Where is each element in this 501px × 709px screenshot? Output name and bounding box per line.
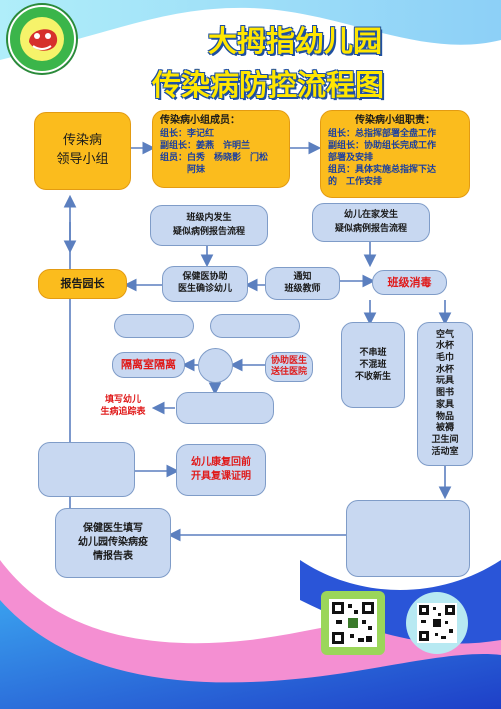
class-disinfect-label: 班级消毒 <box>387 275 432 289</box>
disinfect-items-box: 空气 水杯 毛巾 水杯 玩具 图书 家具 物品 被褥 卫生间 活动室 <box>417 322 473 466</box>
members-line: 组员：白秀 杨晓影 门松 <box>160 152 269 163</box>
report-principal-label: 报告园长 <box>60 277 105 291</box>
recovery-cert-box: 幼儿康复回前 开具复课证明 <box>176 444 266 496</box>
title-line-1: 大拇指幼儿园 <box>207 24 382 58</box>
members-line: 阿妹 <box>160 164 206 175</box>
home-suspect-line-2: 疑似病例报告流程 <box>334 223 407 234</box>
kindergarten-logo-icon <box>8 5 76 73</box>
duties-line: 组员：具体实施总指挥下达 <box>328 164 437 175</box>
doctor-confirm-line-1: 保健医协助 <box>182 272 228 283</box>
blank-box <box>346 500 470 577</box>
final-report-line-1: 保健医生填写 <box>83 523 143 534</box>
disinfect-item: 毛巾 <box>435 353 454 364</box>
no-mix-box: 不串班 不混班 不收新生 <box>341 322 405 408</box>
members-box: 传染病小组成员： 组长：李记红 副组长：姜燕 许明兰 组员：白秀 杨晓影 门松 … <box>152 110 290 188</box>
class-suspect-line-2: 疑似病例报告流程 <box>172 226 245 237</box>
assist-hospital-line-2: 送往医院 <box>270 367 307 377</box>
members-title: 传染病小组成员： <box>160 115 240 126</box>
final-report-box: 保健医生填写 幼儿园传染病疫 情报告表 <box>55 508 171 578</box>
blank-box <box>38 442 135 497</box>
class-suspect-box: 班级内发生 疑似病例报告流程 <box>150 205 268 246</box>
disinfect-item: 图书 <box>435 388 454 399</box>
disinfect-item: 被褥 <box>435 423 454 434</box>
isolation-room-label: 隔离室隔离 <box>121 358 176 372</box>
disinfect-item: 水杯 <box>435 341 454 352</box>
disinfect-item: 空气 <box>435 329 454 340</box>
isolation-room-box: 隔离室隔离 <box>112 352 185 378</box>
qr-code-icon <box>321 591 385 655</box>
duties-line: 副组长：协助组长完成工作 <box>328 140 437 151</box>
disinfect-item: 玩具 <box>435 376 454 387</box>
no-mix-line: 不收新生 <box>354 372 391 383</box>
title-line-2: 传染病防控流程图 <box>151 68 384 102</box>
home-suspect-line-1: 幼儿在家发生 <box>343 210 398 221</box>
blank-box <box>210 314 300 338</box>
blank-box <box>176 392 274 424</box>
members-line: 副组长：姜燕 许明兰 <box>160 140 251 151</box>
duties-box: 传染病小组职责： 组长：总指挥部署全盘工作 副组长：协助组长完成工作 部署及安排… <box>320 110 470 198</box>
class-disinfect-box: 班级消毒 <box>372 270 447 295</box>
duties-line: 部署及安排 <box>328 152 374 163</box>
tracking-form-line-2: 生病追踪表 <box>100 407 146 418</box>
tracking-form-text: 填写幼儿 生病追踪表 <box>88 394 158 418</box>
final-report-line-3: 情报告表 <box>93 551 133 562</box>
members-line: 组长：李记红 <box>160 128 215 139</box>
disinfect-item: 物品 <box>435 411 454 422</box>
disinfect-item: 活动室 <box>431 446 459 457</box>
leader-group-line-2: 领导小组 <box>56 152 109 167</box>
duties-line: 组长：总指挥部署全盘工作 <box>328 128 437 139</box>
report-principal-box: 报告园长 <box>38 269 127 299</box>
qr-code-icon <box>406 592 468 654</box>
assist-hospital-line-1: 协助医生 <box>270 355 307 366</box>
no-mix-line: 不串班 <box>359 347 387 358</box>
notify-teacher-line-1: 通知 <box>293 271 312 282</box>
decision-circle <box>198 348 233 383</box>
blank-box <box>114 314 194 338</box>
final-report-line-2: 幼儿园传染病疫 <box>78 537 148 548</box>
disinfect-item: 卫生间 <box>431 434 459 445</box>
leader-group-box: 传染病 领导小组 <box>34 112 131 190</box>
notify-teacher-box: 通知 班级教师 <box>265 267 340 300</box>
recovery-cert-line-2: 开具复课证明 <box>191 471 251 482</box>
class-suspect-line-1: 班级内发生 <box>186 213 232 224</box>
disinfect-item: 水杯 <box>435 364 454 375</box>
home-suspect-box: 幼儿在家发生 疑似病例报告流程 <box>312 203 430 242</box>
assist-hospital-box: 协助医生 送往医院 <box>265 352 313 382</box>
duties-title: 传染病小组职责： <box>355 115 435 126</box>
tracking-form-line-1: 填写幼儿 <box>104 395 141 405</box>
no-mix-line: 不混班 <box>359 359 387 370</box>
duties-line: 的 工作安排 <box>328 177 383 188</box>
disinfect-item: 家具 <box>435 399 454 410</box>
recovery-cert-line-1: 幼儿康复回前 <box>191 456 251 468</box>
leader-group-line-1: 传染病 <box>62 133 102 149</box>
notify-teacher-line-2: 班级教师 <box>284 283 321 294</box>
doctor-confirm-line-2: 医生确诊幼儿 <box>177 284 232 294</box>
doctor-confirm-box: 保健医协助 医生确诊幼儿 <box>162 266 248 302</box>
